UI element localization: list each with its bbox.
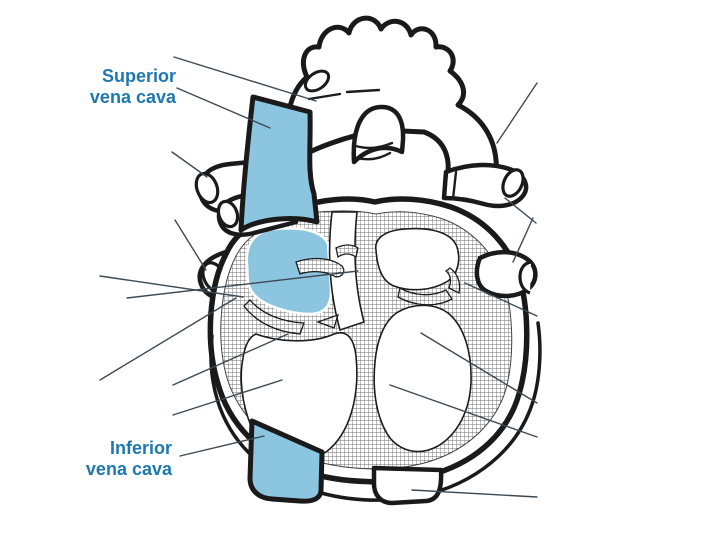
leader-mitral-area-left (126, 270, 359, 299)
label-superior-line1: Superior (101, 66, 176, 86)
brachiocephalic-opening (303, 69, 331, 93)
mitral-valve-flap (397, 286, 453, 306)
valve-flaps (243, 244, 461, 335)
leader-mitral-area-right (420, 332, 538, 404)
left-atrium (375, 227, 460, 291)
leader-left-pulmonary-vein (512, 217, 534, 263)
rv-outflow-tract (328, 211, 365, 332)
leader-lines (99, 56, 538, 498)
pulmonary-valve-flap (335, 244, 359, 259)
atrial-septum-flap (295, 257, 345, 278)
tricuspid-valve-flap (243, 299, 305, 335)
label-inferior-line2: vena cava (85, 459, 172, 479)
mitral-valve-flap-small (444, 267, 461, 294)
leader-left-pulmonary-artery (504, 197, 537, 224)
left-ventricle (373, 304, 472, 453)
leader-right-pulmonary-vein (174, 219, 207, 271)
label-superior-line2: vena cava (89, 87, 176, 107)
descending-aorta-tube (371, 465, 444, 506)
leader-rv-wall (172, 379, 283, 416)
tricuspid-valve-flap-small (316, 313, 339, 329)
label-inferior-line1: Inferior (109, 438, 172, 458)
inferior-vena-cava-vessel (247, 418, 325, 504)
leader-septum-left (172, 333, 289, 386)
leader-descending-aorta (411, 489, 538, 498)
pulmonary-trunk (351, 104, 406, 165)
leader-tricuspid-valve (99, 297, 237, 381)
leader-left-atrium (464, 282, 538, 317)
leader-right-pulmonary-artery (171, 151, 208, 178)
leader-inferior-vena-cava (179, 435, 265, 457)
leader-superior-vena-cava (176, 87, 271, 129)
superior-vena-cava-vessel (238, 94, 320, 233)
label-inferior-vena-cava: Inferior vena cava (26, 438, 172, 480)
leader-aorta-right (496, 82, 538, 144)
left-pulmonary-artery (441, 162, 529, 209)
left-pulmonary-vein (474, 249, 538, 299)
leader-aorta-left (173, 56, 317, 102)
label-superior-vena-cava: Superior vena cava (30, 66, 176, 108)
leader-right-atrium (99, 275, 244, 298)
leader-left-ventricle (389, 384, 538, 438)
